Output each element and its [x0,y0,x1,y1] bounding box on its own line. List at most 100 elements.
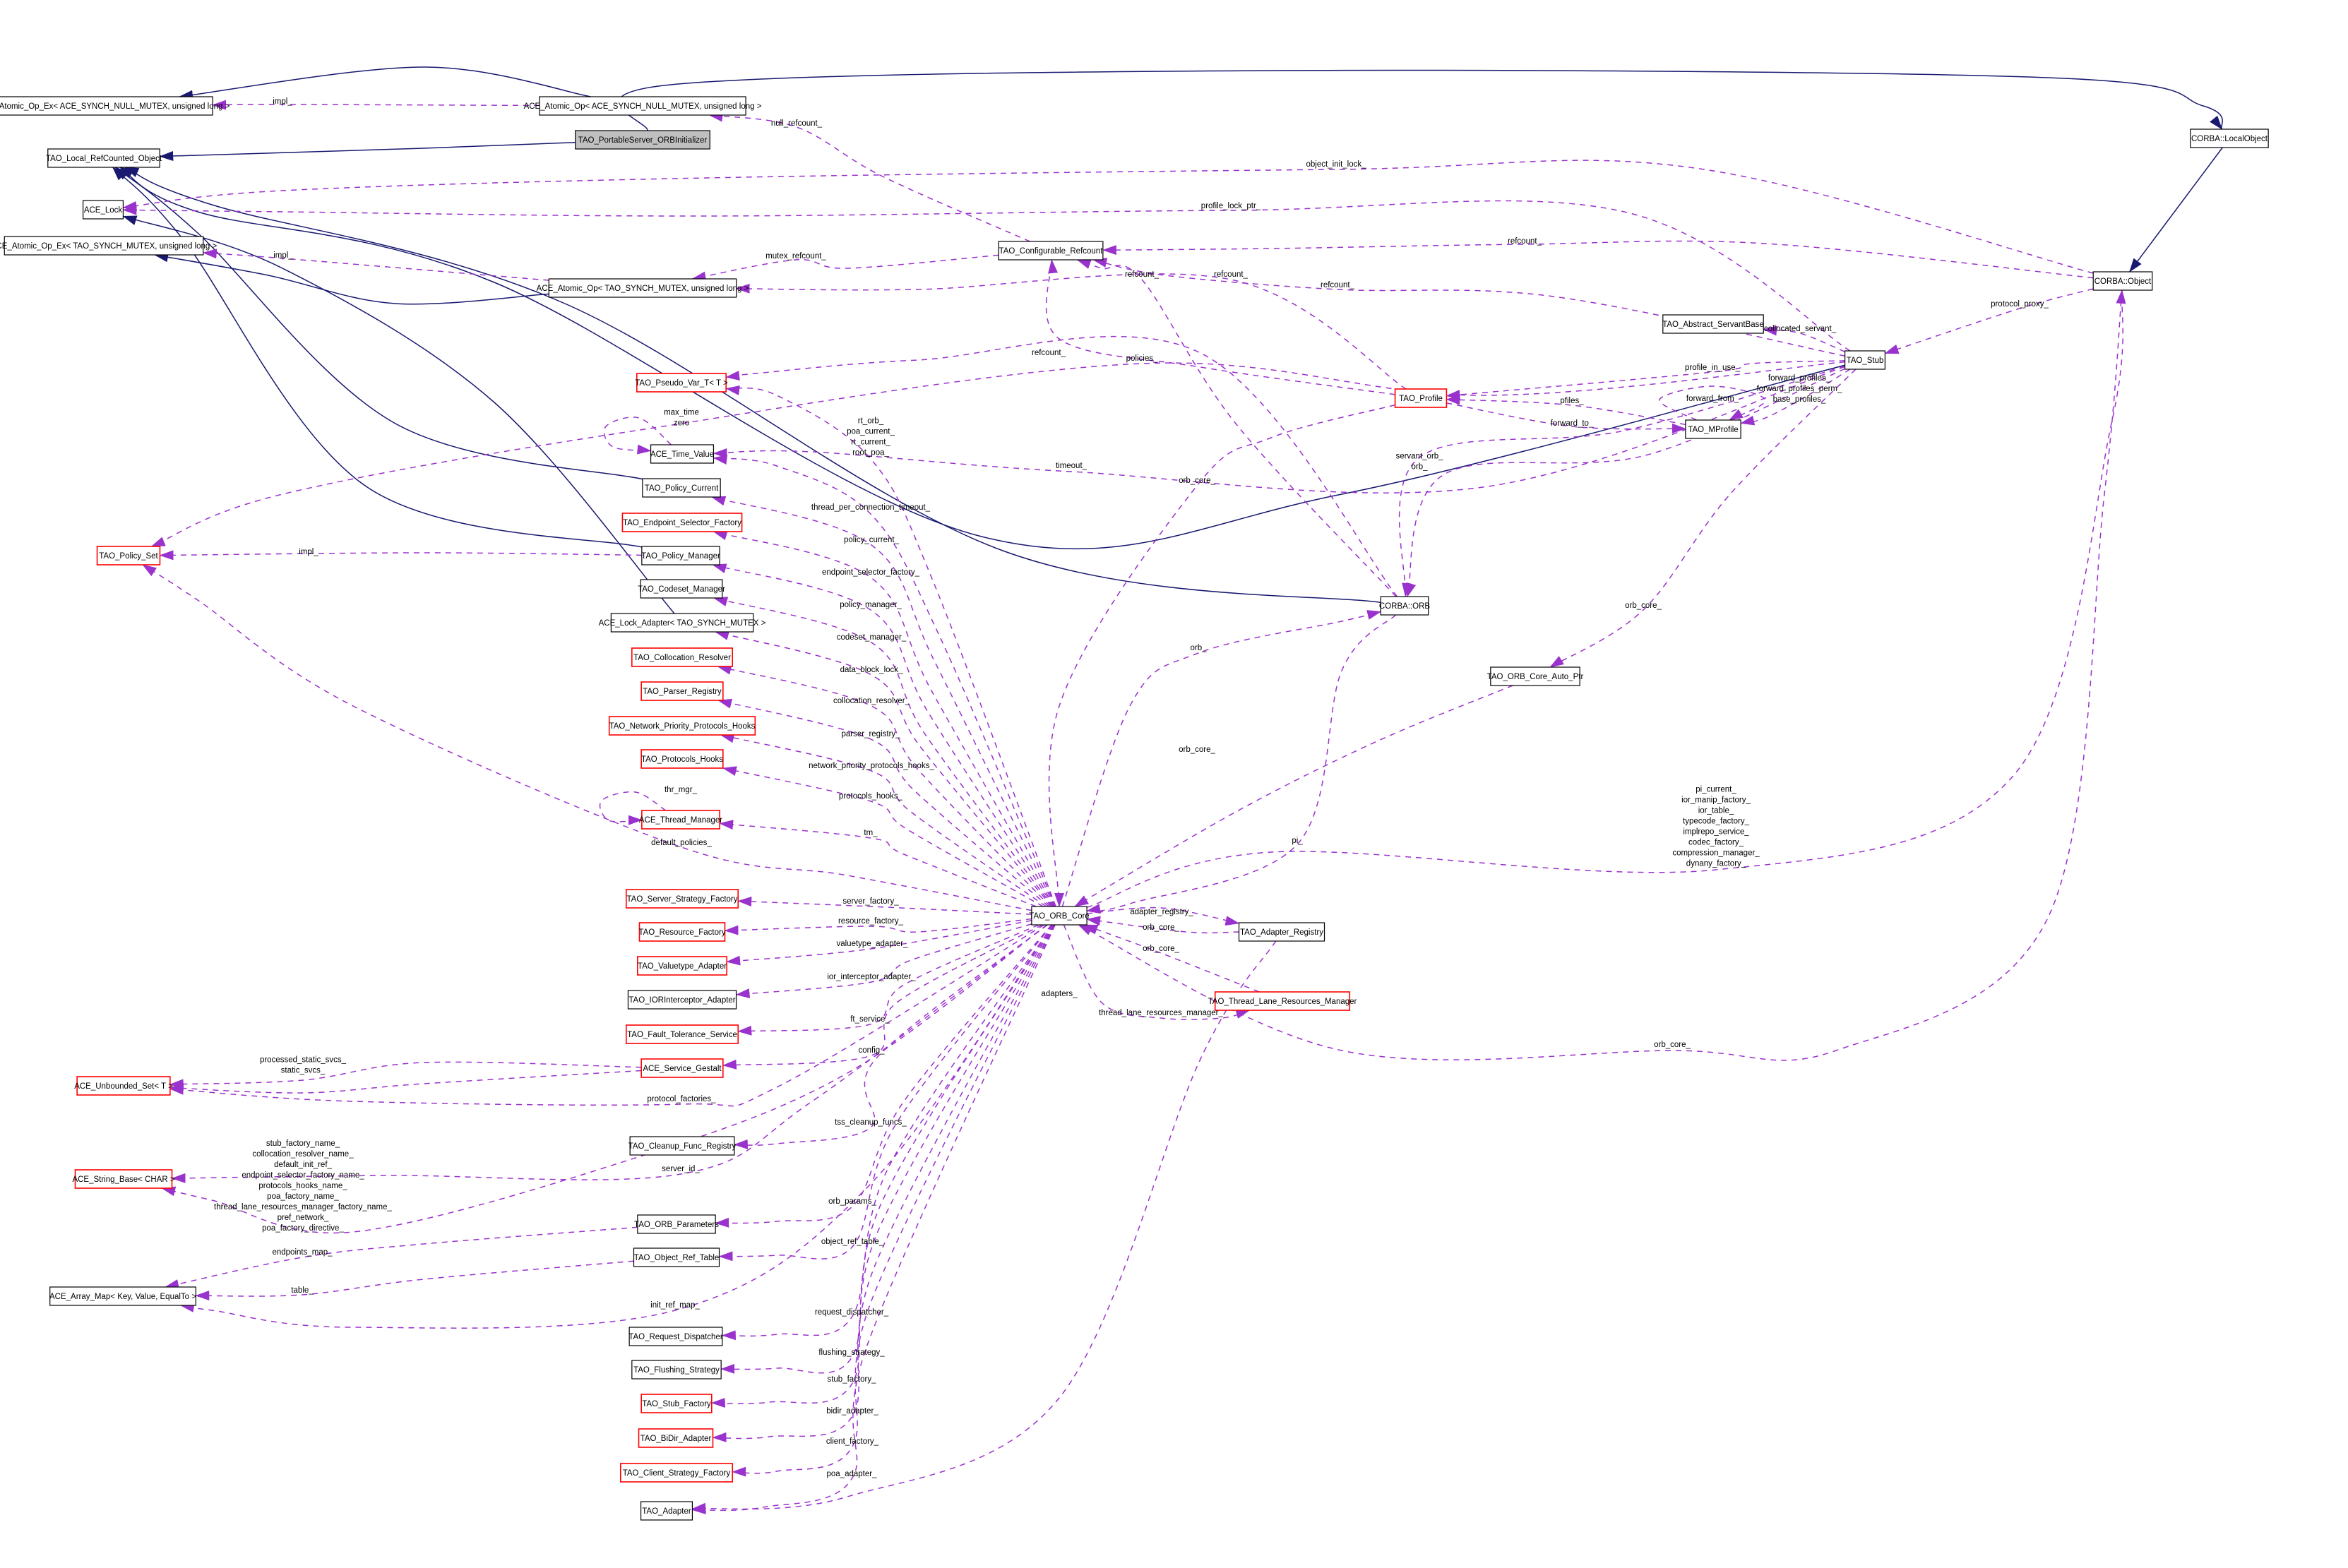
class-node-aopex_tao[interactable]: ACE_Atomic_Op_Ex< TAO_SYNCH_MUTEX, unsig… [0,236,217,256]
class-node-resource_factory[interactable]: TAO_Resource_Factory [638,922,726,942]
class-node-time_value[interactable]: ACE_Time_Value [650,444,715,464]
class-box[interactable] [628,1327,723,1346]
class-box[interactable] [1394,388,1448,408]
class-box[interactable] [1031,906,1087,926]
class-node-lock_adapter[interactable]: ACE_Lock_Adapter< TAO_SYNCH_MUTEX > [599,613,766,633]
class-box[interactable] [47,148,160,168]
class-box[interactable] [640,579,723,599]
class-box[interactable] [1238,922,1325,942]
class-node-orb_core[interactable]: TAO_ORB_Core [1029,906,1090,926]
class-node-aop_tao[interactable]: ACE_Atomic_Op< TAO_SYNCH_MUTEX, unsigned… [537,278,749,298]
class-node-net_prio[interactable]: TAO_Network_Priority_Protocols_Hooks [608,716,756,736]
class-node-main[interactable]: TAO_PortableServer_ORBInitializer [575,130,710,150]
class-node-colloc_resolver[interactable]: TAO_Collocation_Resolver [631,647,733,667]
class-box[interactable] [637,956,727,976]
class-box[interactable] [74,1169,173,1189]
class-node-auto_ptr[interactable]: TAO_ORB_Core_Auto_Ptr [1487,666,1584,686]
class-box[interactable] [998,241,1104,261]
class-node-pseudo_var[interactable]: TAO_Pseudo_Var_T< T > [635,373,728,393]
class-node-tlrm[interactable]: TAO_Thread_Lane_Resources_Manager [1208,991,1357,1011]
class-node-array_map[interactable]: ACE_Array_Map< Key, Value, EqualTo > [49,1286,196,1306]
class-box[interactable] [1214,991,1351,1011]
class-box[interactable] [539,96,746,116]
class-box[interactable] [621,513,743,532]
class-node-flushing[interactable]: TAO_Flushing_Strategy [631,1360,722,1380]
class-node-conf_refcount[interactable]: TAO_Configurable_Refcount [998,241,1104,261]
class-node-obj_ref_table[interactable]: TAO_Object_Ref_Table [633,1247,720,1267]
class-box[interactable] [76,1076,171,1096]
class-box[interactable] [1490,666,1580,686]
class-box[interactable] [625,889,739,909]
class-box[interactable] [629,1136,735,1156]
class-box[interactable] [638,1428,714,1448]
class-box[interactable] [610,613,754,633]
class-box[interactable] [4,236,204,256]
class-node-req_dispatcher[interactable]: TAO_Request_Dispatcher [628,1327,723,1346]
class-node-bidir[interactable]: TAO_BiDir_Adapter [638,1428,714,1448]
class-box[interactable] [633,1247,720,1267]
class-node-valuetype_adapter[interactable]: TAO_Valuetype_Adapter [637,956,727,976]
class-box[interactable] [636,373,727,393]
class-node-codeset_mgr[interactable]: TAO_Codeset_Manager [638,579,725,599]
class-node-string_base[interactable]: ACE_String_Base< CHAR > [72,1169,175,1189]
class-box[interactable] [641,810,720,830]
class-box[interactable] [625,1024,739,1044]
class-node-unbounded_set[interactable]: ACE_Unbounded_Set< T > [74,1076,173,1096]
class-box[interactable] [1845,350,1886,370]
class-node-tao_stub[interactable]: TAO_Stub [1845,350,1886,370]
class-box[interactable] [1662,314,1764,334]
class-node-server_strategy[interactable]: TAO_Server_Strategy_Factory [625,889,739,909]
class-box[interactable] [575,130,710,150]
class-box[interactable] [640,749,724,769]
class-node-aop_null[interactable]: ACE_Atomic_Op< ACE_SYNCH_NULL_MUTEX, uns… [524,96,762,116]
class-node-local_refcounted[interactable]: TAO_Local_RefCounted_Object [46,148,162,168]
class-node-cleanup_func[interactable]: TAO_Cleanup_Func_Registry [628,1136,737,1156]
class-node-parser_registry[interactable]: TAO_Parser_Registry [640,681,724,701]
class-box[interactable] [627,990,737,1010]
class-box[interactable] [608,716,756,736]
class-node-policy_manager[interactable]: TAO_Policy_Manager [641,546,720,565]
class-node-fault_tolerance[interactable]: TAO_Fault_Tolerance_Service [625,1024,739,1044]
class-node-tao_adapter[interactable]: TAO_Adapter [640,1501,693,1521]
class-node-endpoint_sel[interactable]: TAO_Endpoint_Selector_Factory [621,513,743,532]
class-node-ace_lock[interactable]: ACE_Lock [82,200,124,220]
class-node-protocols_hooks[interactable]: TAO_Protocols_Hooks [640,749,724,769]
class-box[interactable] [619,1463,734,1483]
class-box[interactable] [1685,419,1741,439]
class-node-ior_interceptor[interactable]: TAO_IORInterceptor_Adapter [627,990,737,1010]
class-box[interactable] [631,647,733,667]
class-node-tao_profile[interactable]: TAO_Profile [1394,388,1448,408]
class-node-service_gestalt[interactable]: ACE_Service_Gestalt [640,1058,724,1078]
class-node-policy_current[interactable]: TAO_Policy_Current [642,478,721,498]
class-node-policy_set[interactable]: TAO_Policy_Set [96,546,161,565]
class-node-orb_params[interactable]: TAO_ORB_Parameters [634,1214,719,1234]
class-box[interactable] [96,546,161,565]
class-box[interactable] [641,546,720,565]
class-box[interactable] [548,278,737,298]
class-box[interactable] [49,1286,196,1306]
class-box[interactable] [0,96,213,116]
class-box[interactable] [2190,128,2269,148]
class-node-localobject[interactable]: CORBA::LocalObject [2190,128,2269,148]
class-box[interactable] [642,478,721,498]
class-node-tao_mprofile[interactable]: TAO_MProfile [1685,419,1741,439]
class-box[interactable] [650,444,715,464]
class-node-abstract_servantbase[interactable]: TAO_Abstract_ServantBase [1662,314,1764,334]
class-box[interactable] [640,1058,724,1078]
class-node-client_strategy[interactable]: TAO_Client_Strategy_Factory [619,1463,734,1483]
class-node-thread_manager[interactable]: ACE_Thread_Manager [639,810,722,830]
class-box[interactable] [640,681,724,701]
class-box[interactable] [637,1214,716,1234]
class-box[interactable] [640,1394,713,1413]
class-node-corba_object[interactable]: CORBA::Object [2092,271,2153,291]
class-box[interactable] [1380,596,1429,616]
class-box[interactable] [631,1360,722,1380]
class-box[interactable] [638,922,726,942]
class-node-stub_factory[interactable]: TAO_Stub_Factory [640,1394,713,1413]
class-node-aopex_null[interactable]: ACE_Atomic_Op_Ex< ACE_SYNCH_NULL_MUTEX, … [0,96,230,116]
class-box[interactable] [82,200,124,220]
class-box[interactable] [2092,271,2153,291]
class-node-corba_orb[interactable]: CORBA::ORB [1379,596,1431,616]
class-box[interactable] [640,1501,693,1521]
class-node-adapter_registry[interactable]: TAO_Adapter_Registry [1238,922,1325,942]
